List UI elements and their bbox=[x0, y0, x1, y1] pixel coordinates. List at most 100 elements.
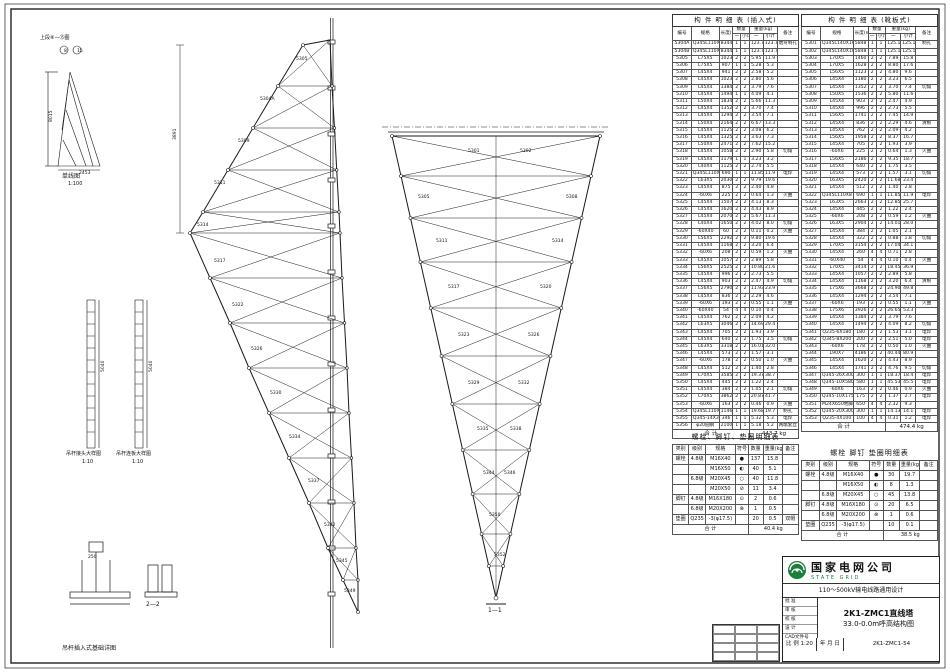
cell: 0.9 bbox=[762, 400, 778, 409]
cell bbox=[915, 90, 938, 100]
cell: 4.8级 bbox=[688, 494, 706, 505]
cell: 5329 bbox=[672, 227, 692, 236]
cell: Q345L110X8 bbox=[690, 407, 720, 416]
cell: 5337 bbox=[672, 285, 692, 294]
cell: 4186 bbox=[852, 350, 869, 359]
cell: 996 bbox=[852, 105, 869, 114]
cell: 8.80 bbox=[885, 62, 902, 71]
cell: 2.32 bbox=[885, 400, 902, 409]
cell: 1.1 bbox=[900, 299, 917, 308]
cell bbox=[915, 177, 938, 186]
cell: 2 bbox=[740, 350, 750, 359]
cell bbox=[915, 314, 938, 323]
total-value: 38.5 kg bbox=[882, 530, 939, 541]
cell bbox=[915, 54, 938, 64]
cell: 4.6 bbox=[762, 292, 778, 301]
cell: 5342 bbox=[800, 335, 822, 344]
cell bbox=[781, 454, 800, 465]
cell: 123.72 bbox=[748, 40, 764, 49]
cell: 4.6 bbox=[900, 119, 917, 128]
signature-cell bbox=[735, 643, 757, 652]
cell: 5335 bbox=[800, 285, 822, 294]
cell: 2 bbox=[875, 292, 887, 301]
cell bbox=[915, 62, 938, 71]
cell: ◐ bbox=[735, 464, 749, 475]
cell: 2 bbox=[732, 148, 741, 157]
cell: L45X4 bbox=[820, 162, 854, 172]
base-detail-drawing bbox=[69, 541, 178, 605]
cell: 5345 bbox=[672, 342, 692, 352]
col-header: 类别 bbox=[671, 444, 690, 455]
cell: 2 bbox=[740, 54, 750, 64]
cell: 5.6 bbox=[762, 76, 778, 85]
cell: 4 bbox=[732, 306, 741, 316]
cell: 5313 bbox=[800, 126, 822, 136]
cell: 2790 bbox=[718, 285, 734, 294]
cell: 2 bbox=[732, 249, 741, 258]
cell bbox=[776, 306, 800, 316]
cell: 4 bbox=[875, 400, 887, 409]
cell: 15.2 bbox=[762, 141, 778, 150]
cell: 5330 bbox=[800, 249, 822, 258]
cell: 电焊 bbox=[915, 414, 938, 424]
cell: 2 bbox=[875, 328, 887, 337]
cell: 5.8 bbox=[762, 256, 778, 265]
cell bbox=[776, 378, 800, 388]
cell: 2 bbox=[867, 342, 877, 352]
cell bbox=[915, 227, 938, 236]
signature-cell bbox=[757, 652, 779, 661]
cell: 2 bbox=[867, 112, 877, 121]
cell: 2 bbox=[867, 119, 877, 128]
part-label: 5311 bbox=[214, 180, 226, 186]
cell: 1123 bbox=[852, 69, 869, 78]
cell bbox=[776, 162, 800, 172]
cell: 2.58 bbox=[748, 69, 764, 78]
cell: ● bbox=[735, 454, 749, 465]
cell: M24X650地脚螺栓 bbox=[820, 400, 854, 409]
cell: 2 bbox=[740, 364, 750, 373]
cell: 1 bbox=[740, 422, 750, 431]
cell: Q235-6X180 bbox=[820, 328, 854, 337]
part-label: 8015 bbox=[48, 110, 54, 122]
cell: 1057 bbox=[718, 256, 734, 265]
cell: 19.7 bbox=[762, 407, 778, 416]
cell: 2100 bbox=[718, 422, 734, 431]
signature-cell bbox=[735, 634, 757, 643]
cell: 2 bbox=[732, 112, 741, 121]
cell: 2.73 bbox=[885, 105, 902, 114]
cell: L45X4 bbox=[690, 213, 720, 222]
cell: 2 bbox=[740, 184, 750, 193]
bolt-table-left-title: 螺栓、脚钉、垫圈明细表 bbox=[691, 433, 780, 441]
scale-cell: 比 例 1:20 bbox=[783, 638, 817, 651]
cell: ⊘ bbox=[735, 484, 749, 495]
cell: 2 bbox=[732, 328, 741, 337]
cell: 1057 bbox=[852, 270, 869, 280]
cell bbox=[776, 184, 800, 193]
cell bbox=[919, 490, 938, 501]
cell bbox=[735, 514, 749, 525]
cell: 2 bbox=[740, 249, 750, 258]
cell bbox=[776, 364, 800, 373]
cell bbox=[776, 342, 800, 352]
cell: 0.10 bbox=[748, 306, 764, 316]
cell: 切角 bbox=[915, 83, 938, 92]
cell: 1620 bbox=[718, 206, 734, 215]
part-label: 5320 bbox=[540, 284, 552, 290]
cell: 4.09 bbox=[748, 90, 764, 100]
cell: 4.43 bbox=[885, 357, 902, 366]
cell: 3.70 bbox=[885, 83, 902, 92]
cell: 19.37 bbox=[748, 371, 764, 380]
cell: 清根 bbox=[915, 119, 938, 128]
cell: 火曲 bbox=[776, 191, 800, 200]
cell: 5303 bbox=[800, 54, 822, 64]
cell: L45X4 bbox=[820, 184, 854, 193]
cell: 切角 bbox=[915, 321, 938, 330]
